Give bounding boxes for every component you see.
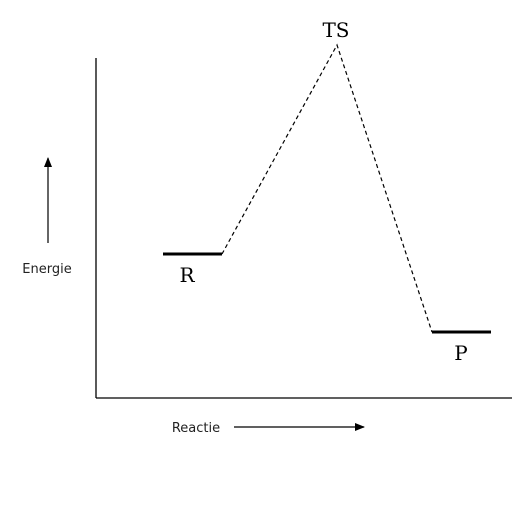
transition-state-label: TS (322, 18, 349, 42)
reaction-path (221, 43, 433, 333)
y-axis-label: Energie (22, 262, 71, 277)
x-axis-label: Reactie (172, 421, 220, 436)
reactant-label: R (179, 263, 195, 287)
product-label: P (454, 341, 467, 365)
